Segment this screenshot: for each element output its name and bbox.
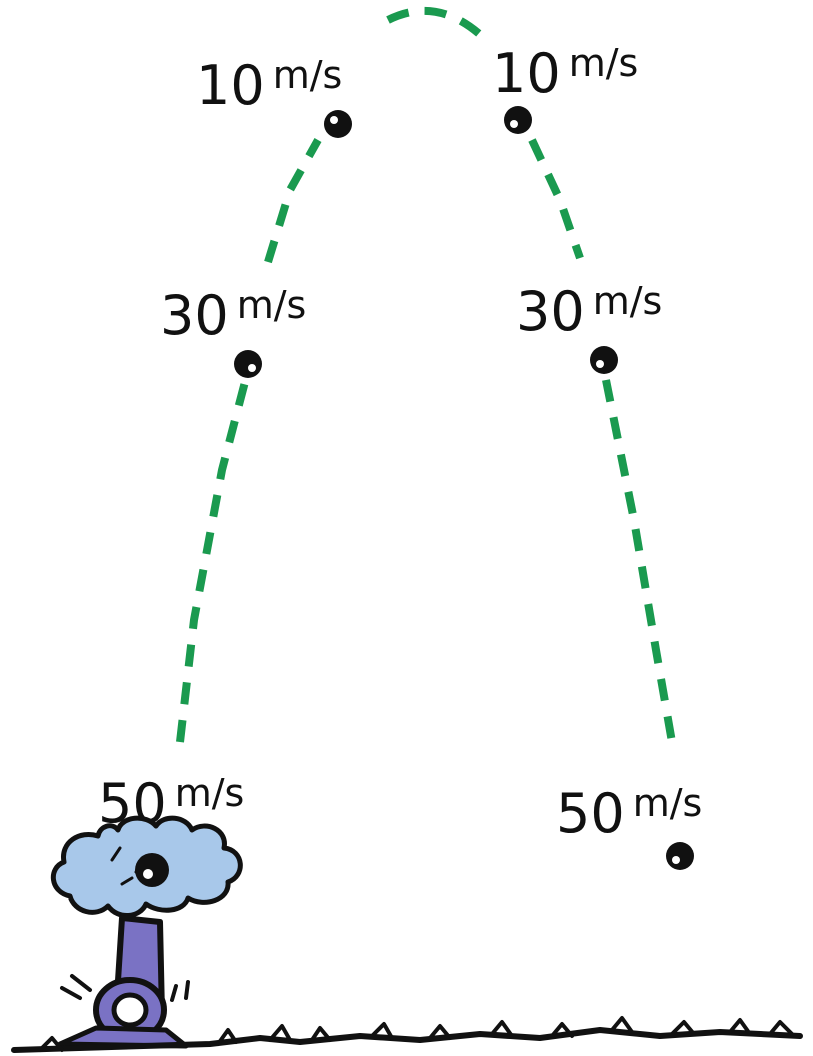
cannonball-icon [324,110,352,138]
trajectory-up-segment-lower [176,376,250,743]
ball-down-bottom [666,842,694,870]
trajectory-down-segment-upper [528,138,584,260]
ball-up-top [324,110,352,138]
trajectory-down-segment-lower [602,379,676,743]
trajectory-up-segment-upper [264,138,322,264]
trajectory-apex [386,6,491,45]
trajectory [176,6,676,743]
cannonball-icon [234,350,262,378]
ball-up-mid [234,350,262,378]
cannonball-icon [666,842,694,870]
cannonball-icon [135,853,169,887]
cannon-icon [57,915,190,1049]
ball-down-top [504,106,532,134]
grass-ground [11,1016,803,1053]
ball-down-mid [590,346,618,374]
ball-up-bottom [135,853,169,887]
cannonball-icon [590,346,618,374]
cannonball-icon [504,106,532,134]
